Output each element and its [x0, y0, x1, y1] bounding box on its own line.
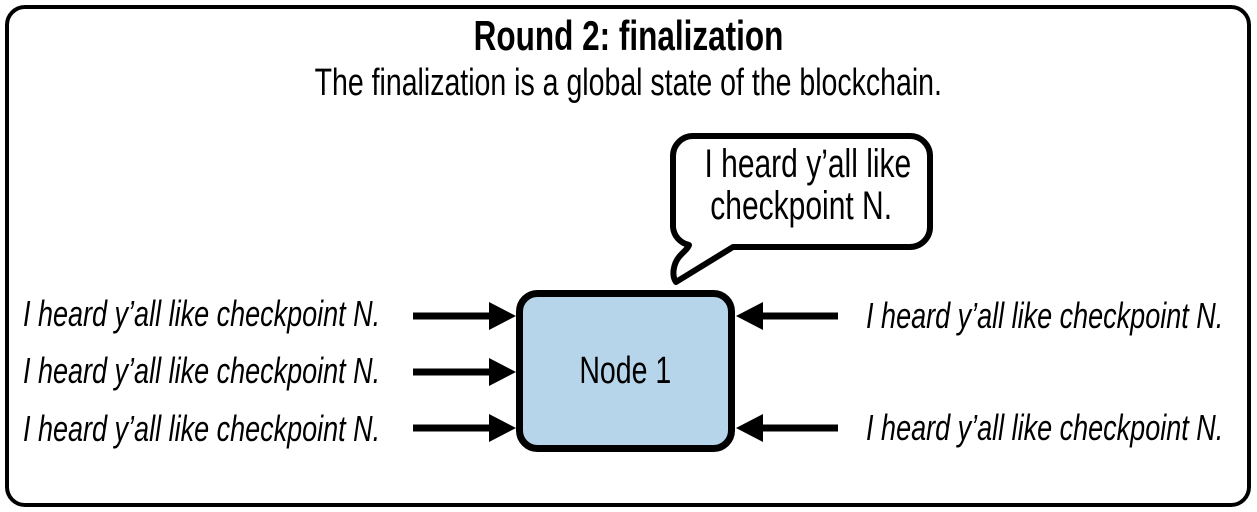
speech-bubble-shape: [670, 133, 933, 285]
node-label: Node 1: [579, 349, 672, 392]
right-message-1: I heard y’all like checkpoint N.: [865, 295, 1223, 336]
left-message-1: I heard y’all like checkpoint N.: [23, 293, 381, 334]
left-message-2: I heard y’all like checkpoint N.: [23, 350, 381, 391]
right-message-2: I heard y’all like checkpoint N.: [865, 407, 1223, 448]
diagram-subtitle-row: The finalization is a global state of th…: [0, 61, 1257, 105]
node-box: [516, 290, 735, 452]
right-arrow-2: [736, 414, 838, 442]
diagram-subtitle: The finalization is a global state of th…: [314, 62, 943, 104]
left-arrow-2: [413, 358, 516, 386]
right-arrow-1: [736, 302, 838, 330]
left-arrow-1: [413, 302, 516, 330]
outer-frame: [5, 5, 1251, 507]
left-arrow-3: [413, 414, 516, 442]
diagram-title-row: Round 2: finalization: [0, 13, 1257, 59]
speech-bubble-line-2: checkpoint N.: [710, 184, 893, 228]
diagram-title: Round 2: finalization: [473, 12, 784, 59]
left-message-3: I heard y’all like checkpoint N.: [23, 408, 381, 449]
speech-bubble-line-1: I heard y’all like: [704, 142, 912, 186]
speech-bubble-text: I heard y’all like checkpoint N.: [670, 143, 933, 227]
